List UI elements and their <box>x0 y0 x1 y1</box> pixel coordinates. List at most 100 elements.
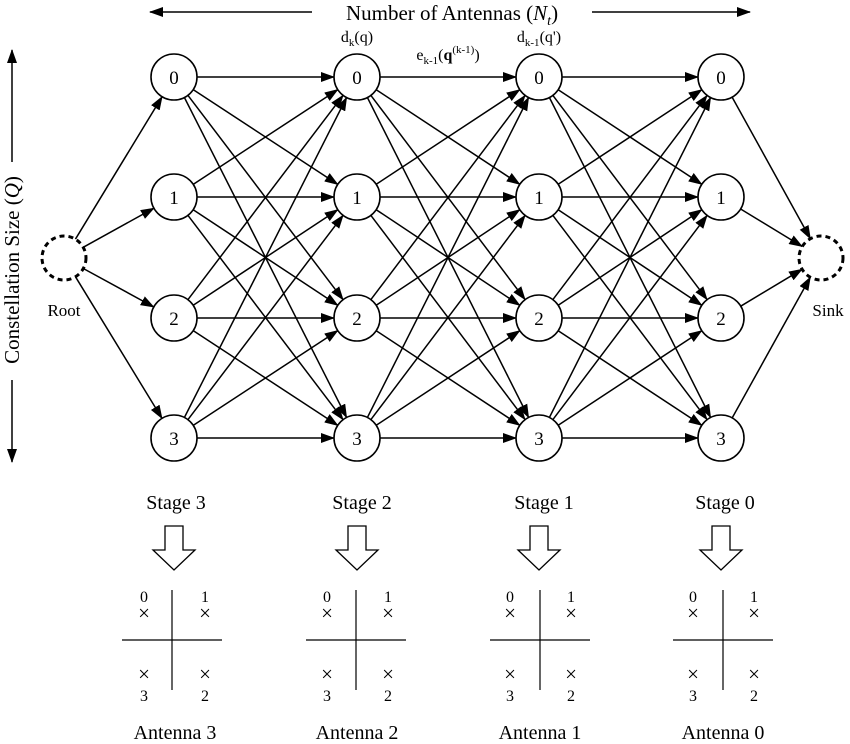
sink-label: Sink <box>812 301 844 320</box>
trellis-node: 1 <box>333 173 381 221</box>
constellation-point-mark: × <box>138 601 150 625</box>
trellis-edge <box>552 214 708 421</box>
constellation-point-mark: × <box>321 662 333 686</box>
antenna-label: Antenna 0 <box>682 722 765 744</box>
trellis-edge <box>192 88 339 186</box>
trellis-edge <box>187 214 344 421</box>
trellis-node: 2 <box>697 294 745 342</box>
constellation-point-mark: × <box>382 662 394 686</box>
trellis-node: 1 <box>150 173 198 221</box>
trellis-edge <box>557 330 703 426</box>
trellis-edges <box>74 72 812 443</box>
constellation-point-mark: × <box>687 601 699 625</box>
svg-text:1: 1 <box>352 188 362 209</box>
trellis-edge <box>552 94 708 301</box>
stage-0-nodes: 0 1 2 3 <box>697 53 745 462</box>
constellation-point-label: 0 <box>506 589 514 606</box>
constellation-plane: 0 × 1 × × 3 × 2 <box>306 589 406 705</box>
root-label: Root <box>47 301 80 320</box>
trellis-edge <box>740 268 803 307</box>
stage-3-nodes: 0 1 2 3 <box>150 53 198 462</box>
svg-text:0: 0 <box>352 68 362 89</box>
trellis-node: 3 <box>697 414 745 462</box>
trellis-edge <box>82 267 155 308</box>
constellation-point-mark: × <box>565 662 577 686</box>
constellation-point-label: 3 <box>689 688 697 705</box>
trellis-edge <box>187 94 344 301</box>
constellation-point-mark: × <box>504 601 516 625</box>
svg-text:2: 2 <box>534 309 544 330</box>
constellation-point-mark: × <box>138 662 150 686</box>
constellation-point-label: 0 <box>323 589 331 606</box>
constellation-point-label: 1 <box>201 589 209 606</box>
constellation-point-label: 2 <box>750 688 758 705</box>
trellis-edge <box>370 214 526 421</box>
stage-label: Stage 0 <box>695 492 754 514</box>
constellation-point-mark: × <box>687 662 699 686</box>
constellation-point-label: 1 <box>567 589 575 606</box>
svg-text:3: 3 <box>169 429 179 450</box>
constellation-point-label: 2 <box>384 688 392 705</box>
constellation-size-axis: Constellation Size (Q) <box>0 49 24 463</box>
stage-to-antenna-arrow <box>516 525 562 571</box>
constellation-plane: 0 × 1 × × 3 × 2 <box>490 589 590 705</box>
antenna-label: Antenna 2 <box>316 722 399 744</box>
svg-text:0: 0 <box>716 68 726 89</box>
antenna-count-axis: Number of Antennas (Nt) <box>149 1 751 29</box>
svg-text:3: 3 <box>534 429 544 450</box>
trellis-edge <box>548 96 712 418</box>
svg-text:1: 1 <box>169 188 179 209</box>
constellation-point-label: 3 <box>506 688 514 705</box>
svg-text:0: 0 <box>534 68 544 89</box>
stage-label: Stage 2 <box>332 492 391 514</box>
trellis-node: 2 <box>150 294 198 342</box>
svg-text:0: 0 <box>169 68 179 89</box>
trellis-edge <box>375 89 521 185</box>
constellation-point-label: 2 <box>567 688 575 705</box>
trellis-node: 0 <box>150 53 198 101</box>
trellis-edge <box>557 89 703 185</box>
svg-text:1: 1 <box>716 188 726 209</box>
root-node: Root <box>40 234 88 320</box>
svg-text:2: 2 <box>352 309 362 330</box>
constellation-point-mark: × <box>565 601 577 625</box>
constellation-point-label: 3 <box>323 688 331 705</box>
constellation-point-label: 1 <box>384 589 392 606</box>
trellis-edge <box>366 96 530 418</box>
trellis-node: 3 <box>150 414 198 462</box>
stage-label: Stage 3 <box>146 492 205 514</box>
constellation-point-mark: × <box>748 662 760 686</box>
stage-to-antenna-arrow <box>698 525 744 571</box>
trellis-node: 3 <box>333 414 381 462</box>
node-metric-annotation: dk(q) <box>341 29 373 49</box>
trellis-node: 2 <box>333 294 381 342</box>
stage-to-antenna-arrow <box>151 525 197 571</box>
trellis-edge <box>183 96 348 418</box>
constellation-point-label: 2 <box>201 688 209 705</box>
constellation-point-label: 1 <box>750 589 758 606</box>
constellation-point-mark: × <box>504 662 516 686</box>
stage-label: Stage 1 <box>514 492 573 514</box>
trellis-edge <box>375 330 521 426</box>
constellation-size-axis-label: Constellation Size (Q) <box>0 176 24 364</box>
trellis-edge <box>731 276 811 419</box>
constellation-point-mark: × <box>748 601 760 625</box>
constellation-point-label: 0 <box>689 589 697 606</box>
svg-text:3: 3 <box>716 429 726 450</box>
trellis-edge <box>74 276 163 420</box>
constellation-plane: 0 × 1 × × 3 × 2 <box>673 589 773 705</box>
trellis-edge <box>74 95 163 240</box>
trellis-edge <box>82 207 155 248</box>
svg-text:1: 1 <box>534 188 544 209</box>
antenna-label: Antenna 1 <box>499 722 582 744</box>
stage-to-antenna-arrow <box>334 525 380 571</box>
stage-2-nodes: 0 1 2 3 <box>333 53 381 462</box>
edge-metric-annotation: ek-1(q(k-1)) <box>416 44 479 67</box>
trellis-node: 0 <box>697 53 745 101</box>
svg-text:3: 3 <box>352 429 362 450</box>
trellis-node: 3 <box>515 414 563 462</box>
trellis-node: 1 <box>697 173 745 221</box>
trellis-node: 0 <box>515 53 563 101</box>
constellation-point-mark: × <box>321 601 333 625</box>
